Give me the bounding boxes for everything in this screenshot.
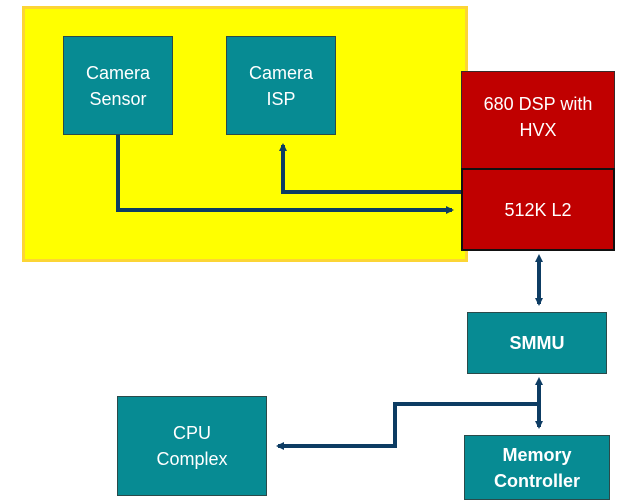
camera-isp-line2: ISP	[266, 88, 296, 109]
arrow-sensor-to-l2	[116, 135, 454, 214]
dsp-line1: 680 DSP with	[483, 94, 593, 114]
camera-sensor-line1: Camera	[85, 62, 151, 83]
dsp-line2: HVX	[519, 120, 557, 140]
smmu-label: SMMU	[509, 333, 565, 353]
memctrl-line2: Controller	[493, 470, 580, 491]
memctrl-line1: Memory	[502, 444, 572, 465]
arrow-l2-to-isp	[279, 143, 461, 194]
arrow-smmu-to-cpu	[276, 402, 539, 450]
cpu-complex-block[interactable]: CPU Complex	[117, 396, 267, 496]
smmu-block[interactable]: SMMU	[467, 312, 607, 374]
camera-sensor-line2: Sensor	[89, 88, 147, 109]
l2-cache-block[interactable]: 512K L2	[461, 168, 615, 251]
l2-label: 512K L2	[504, 199, 572, 220]
cpu-line1: CPU	[172, 423, 211, 443]
cpu-line2: Complex	[156, 449, 228, 469]
camera-isp-line1: Camera	[248, 62, 314, 83]
